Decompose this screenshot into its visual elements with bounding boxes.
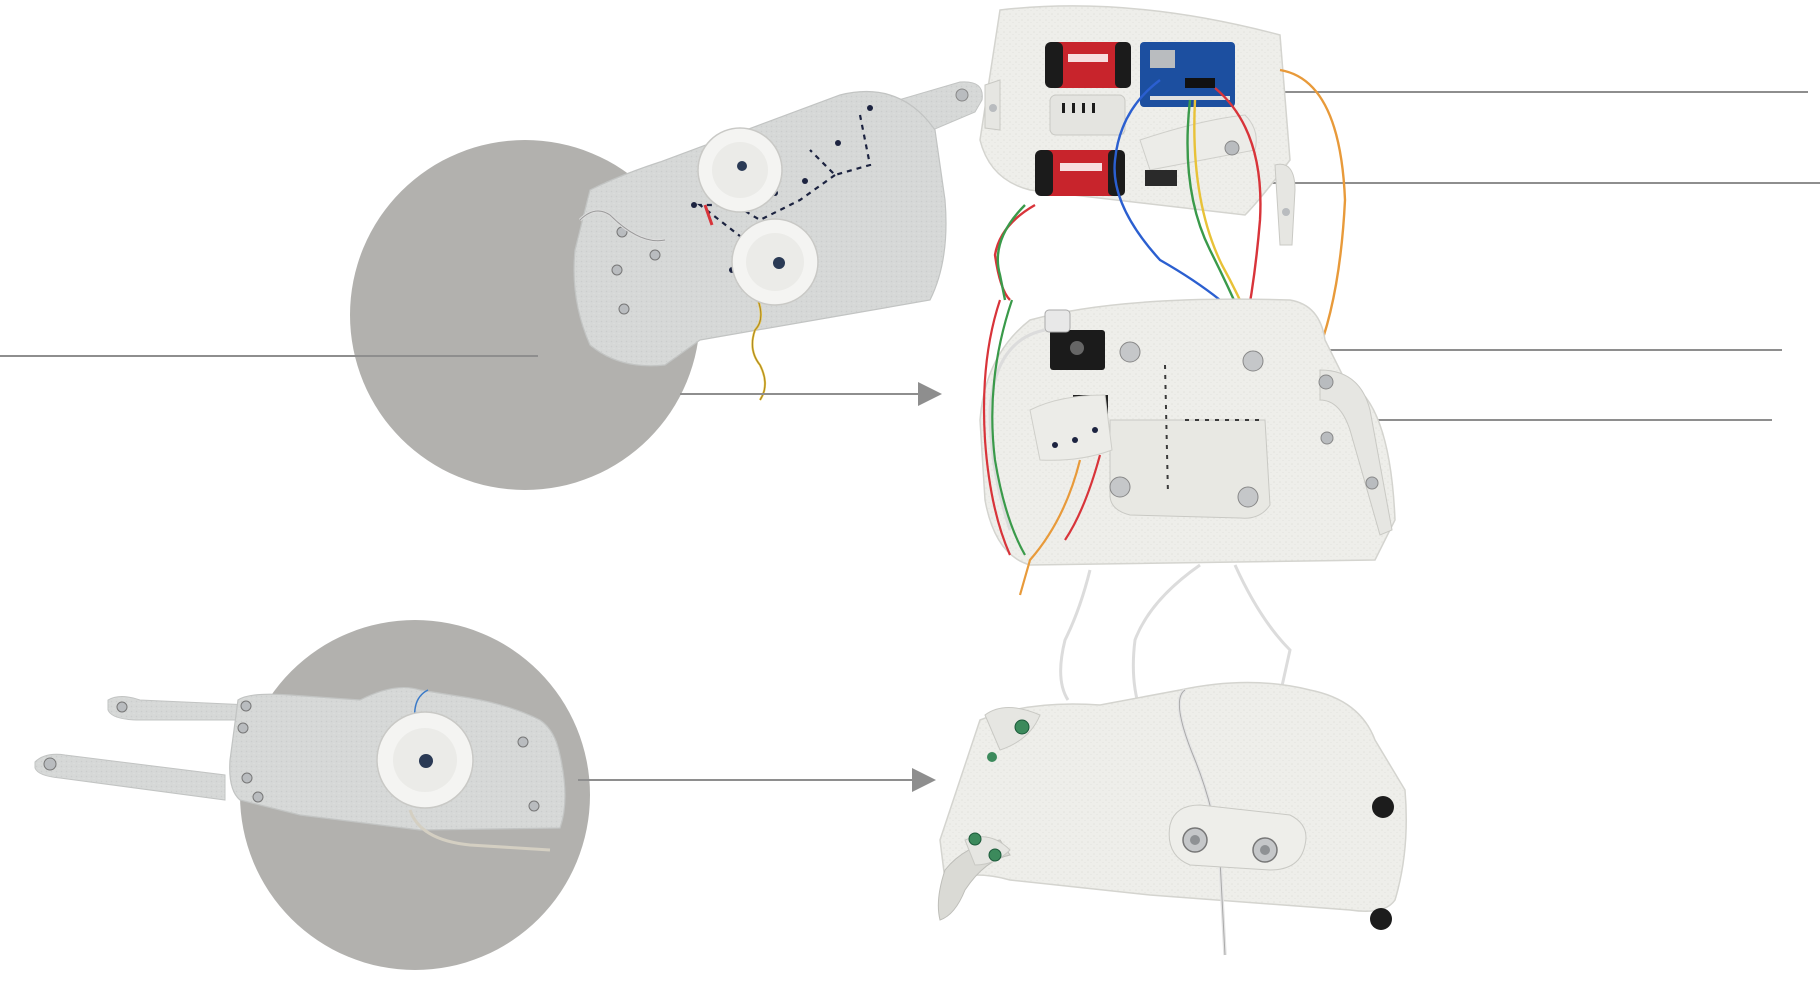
snap-button-icon [611, 264, 623, 276]
snap-button-icon [116, 701, 128, 713]
snap-button-icon [237, 722, 249, 734]
snap-button-icon [988, 848, 1002, 862]
snap-button-icon [241, 772, 253, 784]
snap-button-icon [528, 800, 540, 812]
snap-button-icon [1119, 341, 1141, 363]
snap-button-icon [1242, 350, 1264, 372]
snap-button-icon [43, 757, 57, 771]
snap-button-icon [989, 104, 997, 112]
snap-button-icon [1260, 845, 1270, 855]
snap-button-icon [955, 88, 969, 102]
snap-button-icon [1190, 835, 1200, 845]
hand-cuff [937, 681, 1407, 956]
snap-button-icon [968, 832, 982, 846]
snap-button-icon [1320, 431, 1334, 445]
snap-button-icon [252, 791, 264, 803]
microcontroller-icon [1140, 42, 1235, 107]
electrode-pad-icon [697, 127, 783, 213]
snap-button-icon [987, 752, 997, 762]
snap-button-icon [618, 303, 630, 315]
snap-button-icon [1237, 486, 1259, 508]
snap-button-icon [1370, 908, 1392, 930]
snap-button-icon [517, 736, 529, 748]
snap-button-icon [240, 700, 252, 712]
snap-button-icon [1224, 140, 1240, 156]
battery-icon [1045, 42, 1131, 88]
snap-button-icon [649, 249, 661, 261]
snap-button-icon [1014, 719, 1030, 735]
electrode-pad-icon [376, 711, 474, 809]
forearm-electrode-strip [573, 81, 983, 401]
hand-electrode-strip [34, 686, 566, 852]
battery-icon [1035, 150, 1125, 196]
snap-button-icon [1282, 208, 1290, 216]
snap-button-icon [1372, 796, 1394, 818]
electrode-pad-icon [731, 218, 819, 306]
snap-button-icon [1318, 374, 1334, 390]
snap-button-icon [1109, 476, 1131, 498]
forearm-cuff [979, 298, 1396, 596]
upper-arm-cuff [979, 5, 1296, 246]
snap-button-icon [1365, 476, 1379, 490]
